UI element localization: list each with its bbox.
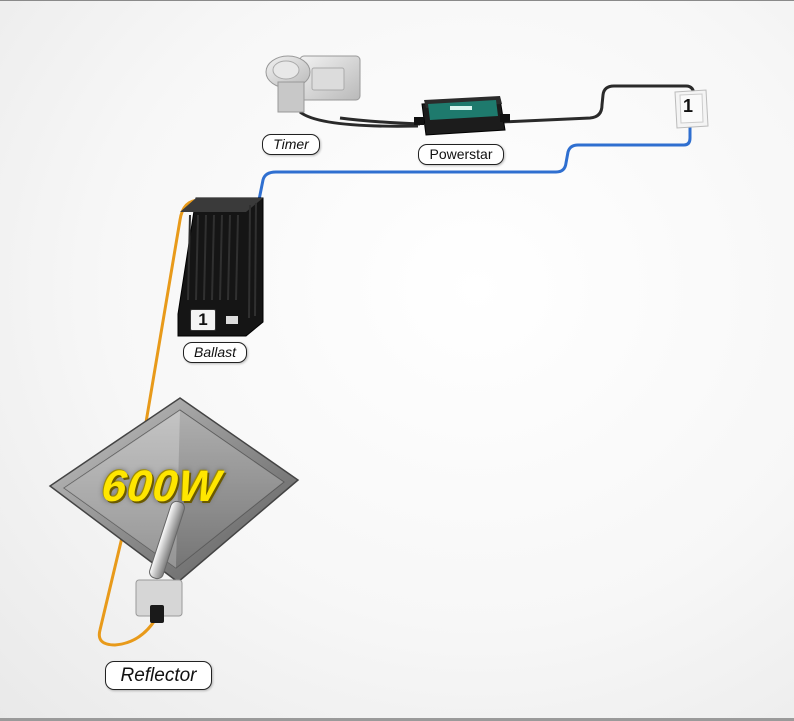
powerstar-device [414, 96, 510, 136]
reflector-device [48, 397, 300, 623]
ballast-number-badge: 1 [190, 309, 216, 331]
lamp-wattage-label: 600W [99, 462, 224, 511]
ballast-label: Ballast [183, 342, 247, 363]
orange-lamp-cable [97, 198, 258, 647]
bottom-border [0, 718, 794, 721]
powerstar-label: Powerstar [418, 144, 504, 165]
black-power-cable [339, 84, 696, 126]
timer-device [265, 55, 361, 113]
reflector-label: Reflector [105, 661, 212, 690]
wall-socket [674, 89, 709, 129]
top-border [0, 0, 794, 1]
socket-number-badge: 1 [682, 96, 693, 116]
ballast-device [177, 197, 264, 337]
timer-to-powerstar-cable [299, 110, 419, 128]
timer-label: Timer [262, 134, 320, 155]
blue-ballast-cable [256, 118, 692, 206]
